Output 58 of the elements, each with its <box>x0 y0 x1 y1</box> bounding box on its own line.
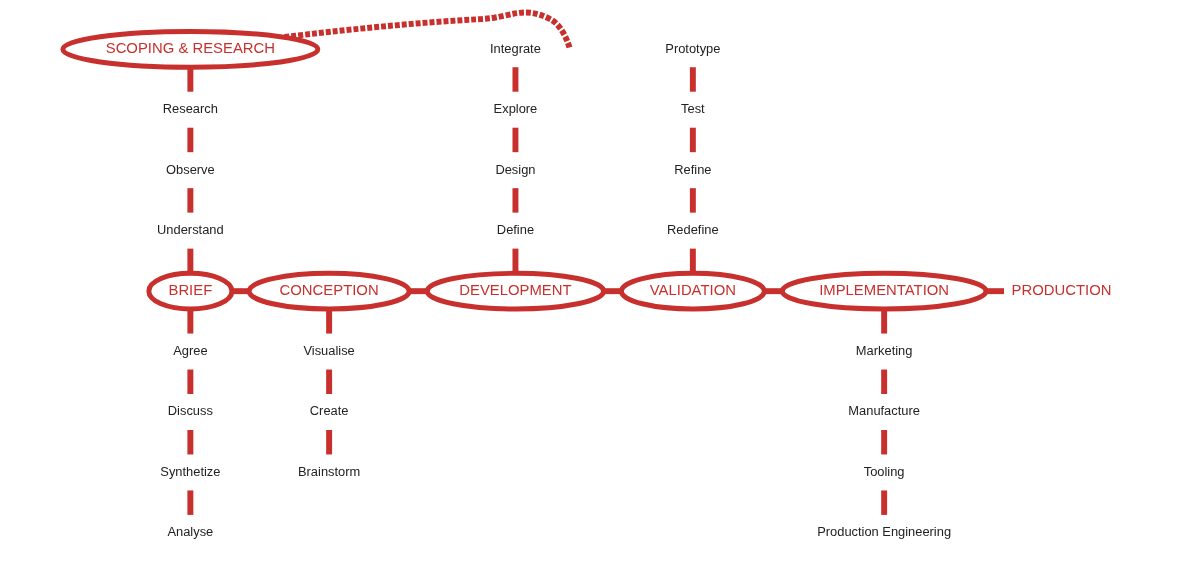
node-text: Design <box>494 161 535 177</box>
connector <box>186 309 193 334</box>
node-ellipse: DEVELOPMENT <box>424 270 606 312</box>
connector <box>689 127 696 153</box>
node-text: Marketing <box>855 342 912 358</box>
connector <box>186 188 193 213</box>
node-text: Redefine <box>666 222 719 238</box>
connector <box>186 127 193 153</box>
node-text: Synthetize <box>159 463 220 479</box>
connector <box>325 309 332 334</box>
node-text: Manufacture <box>847 403 920 419</box>
connector <box>764 288 782 295</box>
connector <box>186 248 193 274</box>
node-text: Brainstorm <box>297 463 360 479</box>
node-text: Integrate <box>489 40 541 56</box>
node-text: Visualise <box>302 342 355 358</box>
connector <box>511 248 518 274</box>
connector <box>231 288 249 295</box>
connector <box>603 288 621 295</box>
connector <box>186 430 193 455</box>
node-text: Agree <box>172 342 208 358</box>
node-text: Define <box>496 222 534 238</box>
node-text: Refine <box>673 161 711 177</box>
connector <box>325 369 332 394</box>
connector <box>511 67 518 92</box>
node-text: Discuss <box>167 403 213 419</box>
connector <box>985 288 1004 295</box>
node-text: Observe <box>165 161 215 177</box>
node-text: Tooling <box>863 463 905 479</box>
connector <box>689 248 696 274</box>
node-text: Create <box>309 403 348 419</box>
connector <box>689 188 696 213</box>
node-ellipse: SCOPING & RESEARCH <box>59 29 320 70</box>
node-text: Research <box>162 101 218 117</box>
connector <box>880 369 887 394</box>
connector <box>186 490 193 515</box>
node-text: Production Engineering <box>816 524 951 540</box>
node-text: Prototype <box>664 40 720 56</box>
connector <box>325 430 332 455</box>
connector <box>689 67 696 92</box>
connector <box>186 67 193 92</box>
node-ellipse: IMPLEMENTATION <box>779 270 988 312</box>
node-text: Understand <box>156 222 224 238</box>
node-text: Analyse <box>166 524 213 540</box>
node-ellipse: BRIEF <box>145 270 234 312</box>
connector <box>511 127 518 153</box>
node-ellipse: VALIDATION <box>618 270 767 312</box>
connector <box>880 430 887 455</box>
connector <box>408 288 427 295</box>
connector <box>880 490 887 515</box>
node-text: Explore <box>493 101 537 117</box>
connector <box>282 9 572 49</box>
connector <box>186 369 193 394</box>
node-text: Test <box>680 101 705 117</box>
node-text: PRODUCTION <box>1011 281 1111 298</box>
connector <box>880 309 887 334</box>
connector <box>511 188 518 213</box>
node-ellipse: CONCEPTION <box>246 270 412 312</box>
